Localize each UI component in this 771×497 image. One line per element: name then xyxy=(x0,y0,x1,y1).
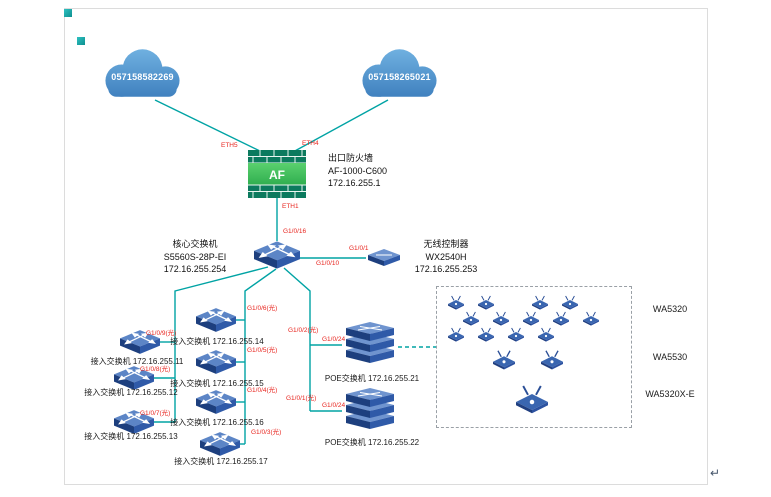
ap-model-label: WA5320X-E xyxy=(645,389,695,399)
port-label: G1/0/2(光) xyxy=(288,327,319,334)
access-switch-label: 接入交换机 172.16.255.16 xyxy=(170,418,264,427)
wa5320-ap-icon xyxy=(491,310,511,326)
wlc-title: 无线控制器 xyxy=(423,239,469,249)
access-switch-label: 接入交换机 172.16.255.14 xyxy=(170,337,264,346)
access-switch-label: 接入交换机 172.16.255.15 xyxy=(170,379,264,388)
firewall-model: AF-1000-C600 xyxy=(328,165,388,176)
wa5320-ap-icon xyxy=(581,310,601,326)
poe-switch-stack-icon xyxy=(342,388,398,434)
wlc-model: WX2540H xyxy=(425,251,467,262)
port-label: G1/0/24 xyxy=(322,336,346,343)
core-switch-title: 核心交换机 xyxy=(172,239,218,249)
access-switch-icon xyxy=(200,432,240,456)
wa5530-ap-icon xyxy=(490,348,518,370)
port-label: G1/0/9(光) xyxy=(146,330,177,337)
wlc-ip: 172.16.255.253 xyxy=(414,264,478,274)
ap-model-label: WA5320 xyxy=(652,304,688,314)
firewall-icon: AF xyxy=(248,150,306,198)
ap-model-label: WA5530 xyxy=(652,352,688,362)
wa5320-ap-icon xyxy=(476,326,496,342)
wa5320-ap-icon xyxy=(461,310,481,326)
port-label-g1-0-10: G1/0/10 xyxy=(316,260,340,267)
wa5320-ap-icon xyxy=(530,294,550,310)
ap-group-box xyxy=(436,286,632,428)
firewall-af-label: AF xyxy=(269,168,285,182)
wa5320-ap-icon xyxy=(560,294,580,310)
wa5320-ap-icon xyxy=(446,294,466,310)
firewall-ip: 172.16.255.1 xyxy=(328,178,381,188)
core-switch-ip: 172.16.255.254 xyxy=(163,264,227,274)
cloud-label: 057158582269 xyxy=(111,72,174,82)
port-label: G1/0/6(光) xyxy=(247,305,278,312)
access-switch-label: 接入交换机 172.16.255.13 xyxy=(84,432,178,441)
port-label-eth5: ETH5 xyxy=(221,142,238,149)
firewall-text-block: 出口防火墙 AF-1000-C600 172.16.255.1 xyxy=(328,152,387,190)
poe-switch-label: POE交换机 172.16.255.22 xyxy=(324,438,420,447)
access-switch-icon xyxy=(196,350,236,374)
poe-switch-label: POE交换机 172.16.255.21 xyxy=(324,374,420,383)
wa5530-ap-icon xyxy=(538,348,566,370)
port-label-eth1: ETH1 xyxy=(282,203,299,210)
port-label: G1/0/4(光) xyxy=(247,387,278,394)
wa5320-ap-icon xyxy=(536,326,556,342)
access-switch-icon xyxy=(196,308,236,332)
firewall-title: 出口防火墙 xyxy=(328,153,374,163)
cloud-label: 057158265021 xyxy=(368,72,431,82)
access-switch-label: 接入交换机 172.16.255.11 xyxy=(90,357,184,366)
port-label: G1/0/7(光) xyxy=(140,410,171,417)
access-switch-label: 接入交换机 172.16.255.17 xyxy=(174,457,268,466)
corner-marker-icon xyxy=(77,37,85,45)
corner-marker-icon xyxy=(64,9,72,17)
port-label-g1-0-16: G1/0/16 xyxy=(283,228,307,235)
wireless-controller-icon xyxy=(366,247,402,267)
port-label: G1/0/8(光) xyxy=(140,366,171,373)
core-switch-text-block: 核心交换机 S5560S-28P-EI 172.16.255.254 xyxy=(150,238,240,276)
access-switch-icon xyxy=(196,390,236,414)
port-label: G1/0/5(光) xyxy=(247,347,278,354)
wa5320-ap-icon xyxy=(446,326,466,342)
page-border xyxy=(64,8,708,485)
port-label: G1/0/24 xyxy=(322,402,346,409)
poe-switch-stack-icon xyxy=(342,322,398,368)
port-label-eth4: ETH4 xyxy=(302,140,319,147)
return-mark: ↵ xyxy=(710,466,721,480)
port-label: G1/0/1(光) xyxy=(286,395,317,402)
access-switch-label: 接入交换机 172.16.255.12 xyxy=(84,388,178,397)
wa5320xe-ap-icon xyxy=(512,382,552,414)
core-switch-icon xyxy=(254,241,300,269)
port-label-g1-0-1: G1/0/1 xyxy=(349,245,369,252)
core-switch-model: S5560S-28P-EI xyxy=(163,251,227,262)
wa5320-ap-icon xyxy=(521,310,541,326)
wlc-text-block: 无线控制器 WX2540H 172.16.255.253 xyxy=(408,238,484,276)
wa5320-ap-icon xyxy=(506,326,526,342)
wa5320-ap-icon xyxy=(551,310,571,326)
port-label: G1/0/3(光) xyxy=(251,429,282,436)
wa5320-ap-icon xyxy=(476,294,496,310)
